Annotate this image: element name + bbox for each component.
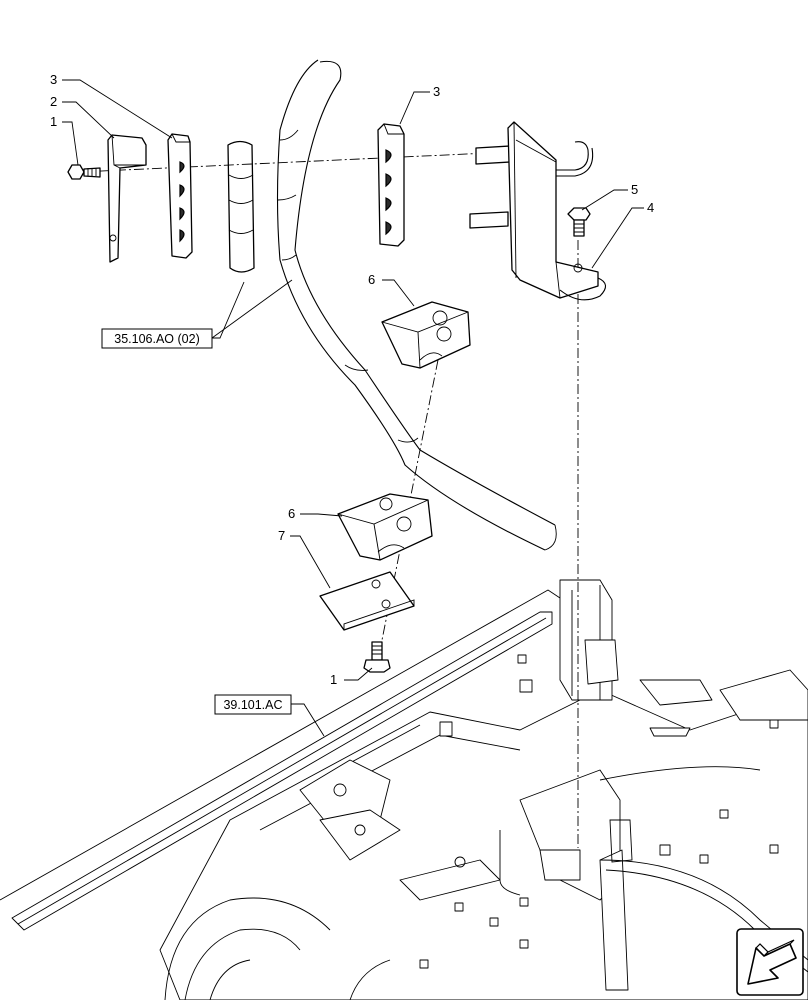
frame-reference-label: 39.101.AC xyxy=(223,698,282,712)
machine-frame xyxy=(0,579,808,1000)
part-6-clamp-block-lower xyxy=(337,493,433,561)
part-7-plate xyxy=(319,571,415,631)
callout-6-upper: 6 xyxy=(368,272,375,287)
part-3-clamp-right xyxy=(377,123,405,247)
next-page-arrow-icon[interactable] xyxy=(736,928,804,996)
part-1-bolt-top xyxy=(67,164,101,180)
leader-lines xyxy=(62,79,644,737)
reference-box-frame[interactable]: 39.101.AC xyxy=(214,694,292,715)
part-4-mount-bracket xyxy=(469,121,607,301)
callout-1-top: 1 xyxy=(50,114,57,129)
reference-box-hose[interactable]: 35.106.AO (02) xyxy=(101,328,213,349)
hose-reference-label: 35.106.AO (02) xyxy=(114,332,199,346)
callouts: 3 2 1 3 5 4 6 6 7 1 xyxy=(50,72,654,687)
callout-4: 4 xyxy=(647,200,654,215)
part-6-clamp-block-upper xyxy=(381,301,471,369)
part-2-bracket xyxy=(107,134,147,263)
part-1-bolt-bottom xyxy=(363,641,391,673)
hose-segment xyxy=(227,140,255,273)
callout-3-left: 3 xyxy=(50,72,57,87)
hose xyxy=(276,59,557,551)
part-3-clamp-left xyxy=(167,133,193,259)
callout-1-bottom: 1 xyxy=(330,672,337,687)
callout-6-lower: 6 xyxy=(288,506,295,521)
callout-3-right: 3 xyxy=(433,84,440,99)
callout-2: 2 xyxy=(50,94,57,109)
callout-7: 7 xyxy=(278,528,285,543)
callout-5: 5 xyxy=(631,182,638,197)
part-5-bolt xyxy=(567,207,591,237)
